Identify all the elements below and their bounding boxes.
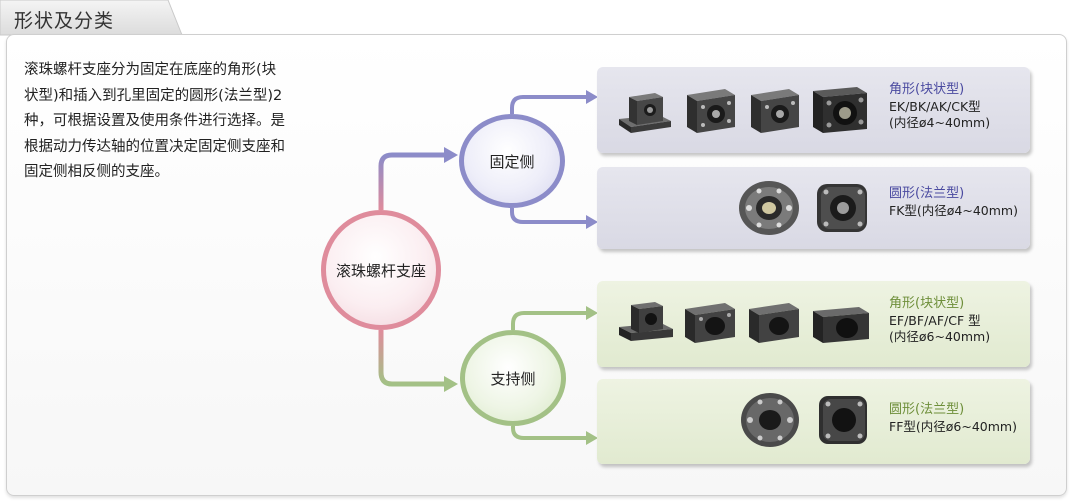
arrow-fixed-to-block [510, 95, 588, 114]
product-bk-image [687, 89, 735, 133]
product-ff-square-image [819, 396, 867, 444]
arrow-head-fixed-flange [586, 215, 598, 229]
card-support-flange: 圆形(法兰型) FF型(内径ø6~40mm) [597, 379, 1030, 464]
card-fixed-flange-models: FK型(内径ø4~40mm) [889, 203, 1018, 218]
card-support-flange-models: FF型(内径ø6~40mm) [889, 419, 1017, 434]
card-support-block-models: EF/BF/AF/CF 型 [889, 313, 981, 328]
node-fixed-side: 固定侧 [459, 114, 565, 208]
product-cf-image [813, 307, 869, 343]
product-af-image [749, 303, 799, 343]
arrow-main-to-fixed [378, 152, 446, 210]
node-support-side: 支持侧 [460, 330, 566, 426]
product-ef-image [619, 302, 673, 341]
section-tab: 形状及分类 [0, 0, 200, 36]
arrow-support-to-block [511, 311, 588, 330]
card-support-flange-title: 圆形(法兰型) [889, 402, 965, 417]
card-fixed-flange-title: 圆形(法兰型) [889, 186, 965, 201]
arrow-support-to-flange [511, 426, 588, 440]
node-main-label: 滚珠螺杆支座 [335, 261, 426, 280]
arrow-head-fixed [444, 147, 458, 163]
arrow-head-support [444, 376, 458, 392]
product-ck-image [813, 87, 867, 133]
card-fixed-block-title: 角形(块状型) [889, 82, 965, 97]
card-support-block-range: (内径ø6~40mm) [889, 329, 991, 344]
node-fixed-label: 固定侧 [489, 152, 535, 171]
product-ff-flange-image [741, 393, 799, 447]
description-text: 滚珠螺杆支座分为固定在底座的角形(块状型)和插入到孔里固定的圆形(法兰型)2种，… [24, 62, 285, 180]
node-support-label: 支持侧 [490, 369, 536, 388]
arrow-main-to-support [378, 330, 446, 387]
node-ball-screw-support: 滚珠螺杆支座 [321, 210, 441, 330]
arrow-head-fixed-block [586, 90, 598, 104]
card-fixed-flange: 圆形(法兰型) FK型(内径ø4~40mm) [597, 167, 1030, 249]
card-support-block: 角形(块状型) EF/BF/AF/CF 型 (内径ø6~40mm) [597, 281, 1030, 367]
product-ek-image [619, 93, 671, 133]
card-fixed-block: 角形(块状型) EK/BK/AK/CK型 (内径ø4~40mm) [597, 67, 1030, 153]
product-fk-flange-image [739, 181, 799, 235]
arrow-head-support-block [586, 306, 598, 320]
card-support-block-title: 角形(块状型) [889, 296, 965, 311]
card-fixed-block-range: (内径ø4~40mm) [889, 115, 991, 130]
product-fk-square-image [817, 184, 867, 232]
card-fixed-block-models: EK/BK/AK/CK型 [889, 99, 981, 114]
product-bf-image [685, 303, 735, 343]
arrow-head-support-flange [586, 431, 598, 445]
product-ak-image [751, 89, 799, 133]
arrow-fixed-to-flange [510, 208, 588, 224]
section-title: 形状及分类 [14, 10, 115, 32]
